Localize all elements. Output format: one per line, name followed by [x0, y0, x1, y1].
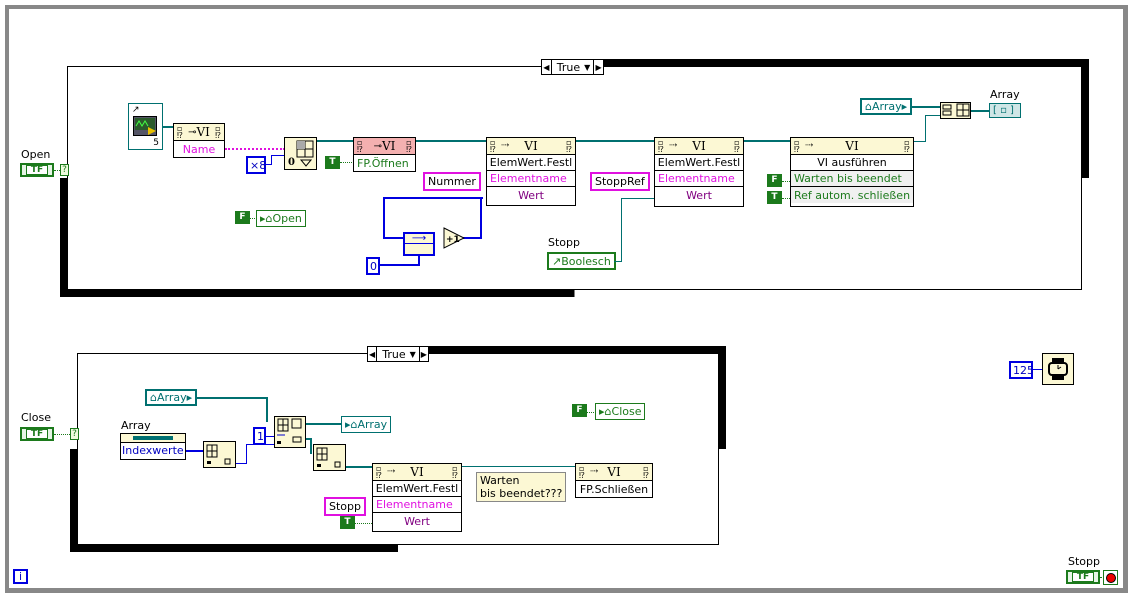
numeric-constant[interactable]: ×8	[246, 156, 266, 174]
elemwert-invoke-node-3[interactable]: ▫⁉⇢VI▫⁉ ElemWert.Festl Elementname Wert	[372, 463, 462, 532]
local-variable-array-write[interactable]: ▸⌂Array	[341, 416, 392, 433]
increment-arrow-icon[interactable]: ▶	[593, 60, 603, 74]
case-selector-bottom[interactable]: ◀ True ▼ ▶	[367, 346, 429, 362]
false-constant[interactable]: F	[572, 404, 587, 417]
wire	[225, 148, 285, 150]
stop-terminal[interactable]: TF	[1066, 570, 1100, 584]
svg-text:0: 0	[288, 157, 295, 168]
arrow-icon: ↗	[132, 105, 140, 115]
chevron-down-icon[interactable]: ▼	[409, 349, 416, 359]
loop-condition-terminal[interactable]	[1103, 570, 1118, 585]
increment-arrow-icon[interactable]: ▶	[418, 347, 428, 361]
svg-text:+1: +1	[446, 235, 460, 245]
array-subset-node[interactable]	[274, 416, 306, 448]
false-constant[interactable]: F	[767, 174, 782, 187]
vi-property-node[interactable]: ▫⁉⊸ VI▫⁉ Name	[173, 123, 225, 158]
local-variable-close[interactable]: ▸⌂Close	[595, 403, 646, 420]
false-constant[interactable]: F	[235, 211, 250, 224]
elemwert-invoke-node-2[interactable]: ▫⁉⇢VI▫⁉ ElemWert.Festl Elementname Wert	[654, 137, 744, 207]
array-control[interactable]: Indexwerte	[120, 433, 186, 460]
method-name[interactable]: FP.Öffnen	[354, 155, 415, 171]
true-constant[interactable]: T	[340, 516, 355, 529]
local-variable-array-read[interactable]: ⌂Array▸	[860, 98, 913, 115]
decrement-arrow-icon[interactable]: ◀	[368, 347, 378, 361]
vi-icon	[133, 116, 157, 136]
array-control-label: Array	[121, 419, 151, 432]
elemwert-invoke-node-1[interactable]: ▫⁉⇢VI▫⁉ ElemWert.Festl Elementname Wert	[486, 137, 576, 206]
decrement-arrow-icon[interactable]: ◀	[542, 60, 552, 74]
array-size-node-2[interactable]	[313, 444, 346, 471]
true-constant[interactable]: T	[325, 156, 340, 169]
case-selector-terminal: ?	[60, 164, 69, 176]
iteration-terminal: i	[13, 569, 28, 584]
local-variable-array-read[interactable]: ⌂Array▸	[145, 389, 198, 406]
wait-ms-constant[interactable]: 125	[1009, 361, 1034, 379]
string-constant-stopp[interactable]: Stopp	[324, 497, 366, 516]
wire	[163, 126, 173, 128]
wait-ms-node[interactable]	[1042, 353, 1074, 385]
open-terminal[interactable]: TF	[20, 163, 54, 177]
case-selector-terminal: ?	[70, 428, 79, 440]
true-constant[interactable]: T	[767, 191, 782, 204]
string-constant-nummer[interactable]: Nummer	[423, 172, 481, 191]
stopp-ref-control[interactable]: ↗ Boolesch	[547, 252, 616, 270]
static-vi-reference[interactable]: ↗ 5	[128, 103, 163, 150]
split-string-node[interactable]: 0	[284, 137, 317, 170]
array-indicator[interactable]: [ ▫ ]	[989, 103, 1021, 118]
array-size-node[interactable]	[203, 441, 236, 468]
open-terminal-label: Open	[21, 148, 51, 161]
local-variable-open[interactable]: ▸⌂Open	[256, 210, 306, 227]
string-constant-stoppref[interactable]: StoppRef	[590, 172, 650, 191]
build-array-node[interactable]	[940, 102, 971, 119]
increment-node[interactable]: +1	[443, 227, 466, 252]
case-selector-top[interactable]: ◀ True ▼ ▶	[541, 59, 604, 75]
feedback-node[interactable]: ⟶	[403, 232, 435, 256]
watch-icon	[1048, 358, 1068, 380]
run-vi-invoke-node[interactable]: ▫⁉⇢VI▫⁉ VI ausführen Warten bis beendet …	[790, 137, 914, 207]
array-indicator-label: Array	[990, 88, 1020, 101]
property-name[interactable]: Name	[182, 142, 216, 156]
numeric-constant-1[interactable]: 1	[253, 427, 266, 445]
wire	[54, 170, 60, 171]
fp-open-invoke-node[interactable]: ▫⁉⊸ VI▫⁉ FP.Öffnen	[353, 137, 416, 172]
chevron-down-icon[interactable]: ▼	[584, 62, 591, 72]
fp-close-invoke-node[interactable]: ▫⁉⇢VI▫⁉ FP.Schließen	[575, 463, 653, 498]
close-terminal[interactable]: TF	[20, 427, 54, 441]
stop-icon	[1105, 572, 1116, 583]
close-terminal-label: Close	[21, 411, 51, 424]
stop-terminal-label: Stopp	[1068, 555, 1100, 568]
stopp-ref-label: Stopp	[548, 236, 580, 249]
numeric-constant-init[interactable]: 0	[366, 257, 380, 275]
